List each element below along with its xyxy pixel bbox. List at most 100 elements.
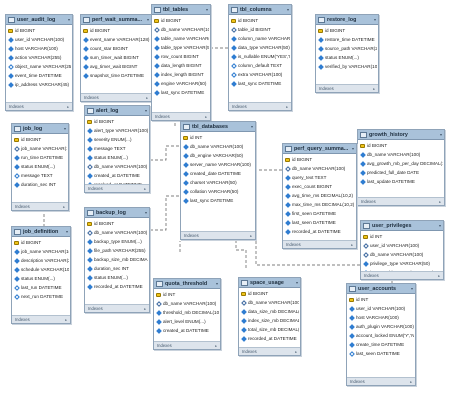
column-row[interactable]: alert_level ENUM(...) [156,317,219,326]
column-row[interactable]: db_name VARCHAR(100) [154,25,209,34]
column-row[interactable]: duration_sec INT [14,180,67,189]
column-row[interactable]: collation VARCHAR(50) [183,187,254,196]
column-row[interactable]: last_sync DATETIME [154,88,209,97]
collapse-arrow-icon[interactable]: ▾ [295,280,298,285]
column-row[interactable]: created_date DATETIME [183,169,254,178]
column-row[interactable]: last_update DATETIME [360,177,443,186]
expand-arrow-icon[interactable]: ▸ [67,104,69,109]
column-row[interactable]: query_text TEXT [285,173,355,182]
table-header[interactable]: tbl_tables▾ [152,5,210,15]
column-row[interactable]: last_sync DATETIME [231,79,290,88]
column-row[interactable]: db_name VARCHAR(100) [87,228,148,237]
indexes-section[interactable]: Indexes▸ [347,377,415,385]
column-row[interactable]: backup_type ENUM(...) [87,237,148,246]
column-row[interactable]: file_path VARCHAR(255) [87,246,148,255]
table-header[interactable]: alert_log▾ [85,106,149,116]
column-row[interactable]: predicted_full_date DATE [360,168,443,177]
column-row[interactable]: db_name VARCHAR(100) [285,164,355,173]
collapse-arrow-icon[interactable]: ▾ [205,7,208,12]
column-row[interactable]: backup_size_mb DECIMAL(10,2) [87,255,148,264]
column-row[interactable]: index_length BIGINT [154,70,209,79]
indexes-section[interactable]: Indexes▸ [181,231,255,239]
indexes-section[interactable]: Indexes▸ [358,197,444,205]
table-header[interactable]: perf_wait_summa...▾ [81,15,151,25]
column-row[interactable]: user_id VARCHAR(100) [363,241,442,250]
table-header[interactable]: quota_threshold▾ [154,279,220,289]
indexes-section[interactable]: Indexes▸ [12,315,70,323]
expand-arrow-icon[interactable]: ▸ [438,273,440,278]
column-row[interactable]: total_size_mb DECIMAL(10,2) [241,325,299,334]
column-row[interactable]: data_type VARCHAR(50) [231,43,290,52]
column-row[interactable]: avg_growth_mb_per_day DECIMAL(10,... [360,159,443,168]
column-row[interactable]: id BIGINT [87,117,148,126]
column-row[interactable]: last_run DATETIME [14,283,69,292]
column-row[interactable]: id BIGINT [231,16,290,25]
column-row[interactable]: job_name VARCHAR(100) [14,144,67,153]
expand-arrow-icon[interactable]: ▸ [65,317,67,322]
expand-arrow-icon[interactable]: ▸ [144,186,146,191]
indexes-section[interactable]: Indexes▸ [154,341,220,349]
expand-arrow-icon[interactable]: ▸ [351,242,353,247]
collapse-arrow-icon[interactable]: ▾ [438,223,441,228]
indexes-section[interactable]: Indexes▸ [12,202,68,210]
column-row[interactable]: avg_timer_wait BIGINT [83,62,150,71]
indexes-section[interactable]: Indexes▸ [85,304,149,312]
column-row[interactable]: message TEXT [14,171,67,180]
column-row[interactable]: id INT [363,232,442,241]
column-row[interactable]: status ENUM(...) [14,274,69,283]
column-row[interactable]: id BIGINT [14,238,69,247]
column-row[interactable]: auth_plugin VARCHAR(100) [349,322,414,331]
column-row[interactable]: id BIGINT [154,16,209,25]
column-row[interactable]: event_time DATETIME [8,71,71,80]
indexes-section[interactable]: Indexes▸ [283,240,356,248]
table-header[interactable]: tbl_databases▾ [181,122,255,132]
collapse-arrow-icon[interactable]: ▾ [65,229,68,234]
expand-arrow-icon[interactable]: ▸ [410,379,412,384]
column-row[interactable]: id BIGINT [285,155,355,164]
column-row[interactable]: id BIGINT [318,26,377,35]
column-row[interactable]: engine VARCHAR(50) [154,79,209,88]
column-row[interactable]: recorded_at DATETIME [87,282,148,291]
expand-arrow-icon[interactable]: ▸ [144,306,146,311]
column-row[interactable]: last_seen DATETIME [349,349,414,358]
column-row[interactable]: index_size_mb DECIMAL(10,2) [241,316,299,325]
column-row[interactable]: host VARCHAR(100) [8,44,71,53]
collapse-arrow-icon[interactable]: ▾ [144,210,147,215]
column-row[interactable]: description VARCHAR(255) [14,256,69,265]
column-row[interactable]: message TEXT [87,144,148,153]
column-row[interactable]: exec_count BIGINT [285,182,355,191]
column-row[interactable]: threshold_mb DECIMAL(10,2) [156,308,219,317]
collapse-arrow-icon[interactable]: ▾ [351,146,354,151]
collapse-arrow-icon[interactable]: ▾ [63,126,66,131]
table-header[interactable]: space_usage▾ [239,278,300,288]
table-header[interactable]: restore_log▾ [316,15,378,25]
column-row[interactable]: alert_type VARCHAR(100) [87,126,148,135]
table-header[interactable]: growth_history▾ [358,130,444,140]
column-row[interactable]: user_id VARCHAR(100) [8,35,71,44]
column-row[interactable]: created_at DATETIME [87,171,148,180]
expand-arrow-icon[interactable]: ▸ [373,86,375,91]
column-row[interactable]: id BIGINT [241,289,299,298]
column-row[interactable]: id INT [156,290,219,299]
column-row[interactable]: next_run DATETIME [14,292,69,301]
column-row[interactable]: is_nullable ENUM('YES','NO') [231,52,290,61]
column-row[interactable]: data_size_mb DECIMAL(10,2) [241,307,299,316]
column-row[interactable]: id BIGINT [14,135,67,144]
column-row[interactable]: status ENUM(...) [14,162,67,171]
table-header[interactable]: user_accounts▾ [347,284,415,294]
column-row[interactable]: job_name VARCHAR(100) [14,247,69,256]
expand-arrow-icon[interactable]: ▸ [205,114,207,119]
column-row[interactable]: recorded_at DATETIME [285,227,355,236]
column-row[interactable]: account_locked ENUM('Y','N') [349,331,414,340]
column-row[interactable]: source_path VARCHAR(255) [318,44,377,53]
collapse-arrow-icon[interactable]: ▾ [373,17,376,22]
column-row[interactable]: table_id BIGINT [231,25,290,34]
